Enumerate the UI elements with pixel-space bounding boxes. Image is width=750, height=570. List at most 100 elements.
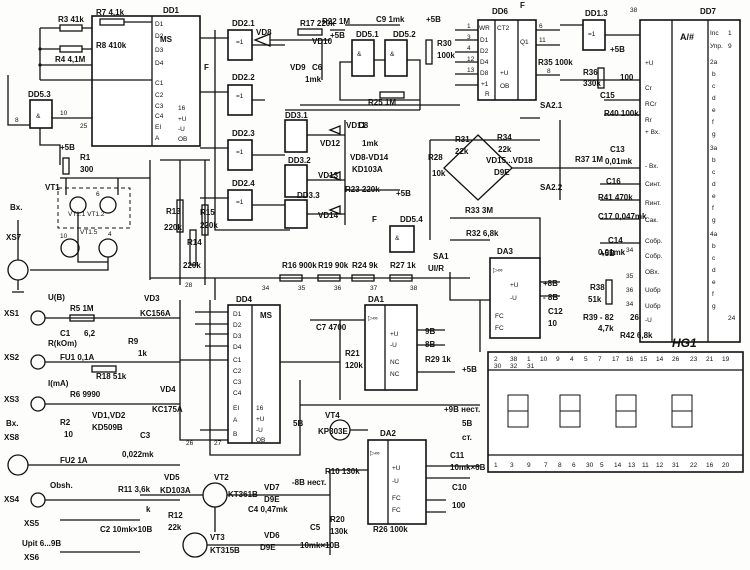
u-label: U(B)	[48, 293, 65, 302]
svg-text:13: 13	[628, 462, 636, 469]
svg-text:Упр.: Упр.	[710, 43, 723, 50]
svg-text:8: 8	[558, 462, 562, 469]
c8-label: C8	[358, 121, 369, 130]
da1-block: DA1 ▷∞ +U -U NC NC 9B 8B R29 1k +5B C7 4…	[310, 295, 477, 400]
r24-label: R24 9k	[352, 261, 378, 270]
svg-text:7: 7	[598, 356, 602, 363]
obsh-label: Obsh.	[50, 481, 73, 490]
c14-label: C14	[608, 236, 623, 245]
svg-text:Сак.: Сак.	[645, 217, 658, 224]
r37-label: R37 1M	[575, 155, 603, 164]
r26-label: R26 100k	[373, 525, 408, 534]
bottom-section: R11 3,6k VD5 KD103A k R12 22k VT2 KT361B…	[60, 404, 486, 558]
svg-text:38: 38	[510, 356, 518, 363]
svg-text:c: c	[712, 83, 716, 90]
svg-text:Собр.: Собр.	[645, 237, 663, 245]
svg-text:28: 28	[185, 282, 193, 289]
net-p5-a: +5B	[60, 143, 75, 152]
fu2-label: FU2 1A	[60, 456, 88, 465]
svg-text:16: 16	[178, 105, 186, 112]
svg-text:D2: D2	[233, 322, 242, 329]
c4-label: C4 0,47mk	[248, 505, 288, 514]
svg-text:-U: -U	[392, 478, 399, 485]
r11-label: R11 3,6k	[118, 485, 151, 494]
svg-text:11: 11	[642, 462, 649, 469]
xs7-connector[interactable]	[7, 259, 29, 281]
c12-value: 10	[548, 319, 557, 328]
r12-value: 22k	[168, 523, 182, 532]
svg-text:+U: +U	[500, 70, 509, 77]
vd1-vd2-label: VD1,VD2	[92, 411, 126, 420]
svg-text:A: A	[155, 135, 160, 142]
da3-label: DA3	[497, 247, 514, 256]
r32-label: R32 6,8k	[466, 229, 499, 238]
c7-label: C7 4700	[316, 323, 347, 332]
r9-label: R9	[128, 337, 139, 346]
c3-label: C3	[140, 431, 151, 440]
xs1-connector[interactable]	[30, 310, 46, 326]
svg-text:30: 30	[494, 363, 502, 370]
svg-text:3: 3	[467, 34, 471, 41]
xs4-connector[interactable]	[30, 492, 46, 508]
sa1-label: SA1	[433, 252, 449, 261]
dd4-block: DD4 MS D1 D2 D3 D4 C1 C2 C3 C4 EI A B 16…	[179, 295, 310, 447]
kp303-label: KP303E	[318, 427, 348, 436]
net-p5-b: +5B	[330, 31, 345, 40]
vd12-label: VD12	[320, 139, 341, 148]
svg-text:6: 6	[572, 462, 576, 469]
net-p5-d: +5B	[426, 15, 441, 24]
vd5-label: VD5	[164, 473, 180, 482]
svg-text:EI: EI	[233, 405, 239, 412]
c11-value: 10mk×6B	[450, 463, 486, 472]
dd4-label: DD4	[236, 295, 253, 304]
dd3-3-label: DD3.3	[297, 191, 320, 200]
svg-text:23: 23	[690, 356, 698, 363]
svg-text:OB: OB	[500, 83, 509, 90]
c11-label: C11	[450, 451, 465, 460]
dd6-block: DD6 CT2 WR D1 D2 D4 D8 +1 R +U OB Q1 1 3…	[455, 1, 573, 101]
vd8-14-label: VD8-VD14	[350, 153, 389, 162]
r36-value: 330k	[583, 79, 601, 88]
net-m8c: - 8B	[543, 293, 558, 302]
net-9b: 9B	[425, 327, 435, 336]
svg-text:=1: =1	[236, 149, 244, 156]
r15-label: R15	[200, 208, 215, 217]
fu1-label: FU1 0,1A	[60, 353, 94, 362]
net-5b-dd4: 5B	[293, 419, 303, 428]
hg1-block: 2 38 1 10 9 4 5 7 17 16 15 14 26 23 21 1…	[487, 351, 744, 473]
svg-text:D1: D1	[155, 21, 164, 28]
vd4-label: VD4	[160, 385, 176, 394]
svg-text:11: 11	[539, 37, 546, 44]
svg-text:FC: FC	[392, 495, 401, 502]
svg-text:37: 37	[370, 285, 378, 292]
svg-text:FC: FC	[495, 325, 504, 332]
r38-label: R38	[590, 283, 605, 292]
c16-label: C16	[606, 177, 621, 186]
svg-text:D4: D4	[155, 60, 164, 67]
r29-label: R29 1k	[425, 355, 451, 364]
c13-value: 0,01mk	[605, 157, 633, 166]
net-p5-e: +5B	[610, 45, 625, 54]
dd2-gates: DD2.1 =1 DD2.2 =1 DD2.3 =1 DD2.4 =1 F	[200, 19, 290, 231]
dd1-label: DD1	[163, 6, 180, 15]
xs8-connector[interactable]	[7, 454, 29, 476]
dd6-chip	[477, 19, 537, 101]
svg-text:20: 20	[722, 462, 730, 469]
svg-text:RCr: RCr	[645, 101, 657, 108]
vd11-label: VD11	[346, 121, 366, 130]
xs8-label: XS8	[4, 433, 20, 442]
c17-label: C17 0,047mk	[598, 212, 647, 221]
sa1b-label: UI/R	[428, 264, 444, 273]
svg-text:15: 15	[640, 356, 648, 363]
xs2-connector[interactable]	[30, 354, 46, 370]
r8-resistor	[59, 24, 83, 32]
xs3-connector[interactable]	[30, 396, 46, 412]
da3-chip	[489, 257, 541, 339]
dd1-chip	[91, 15, 201, 147]
svg-text:-U: -U	[178, 126, 185, 133]
svg-text:19: 19	[722, 356, 730, 363]
c3-value: 0,022mk	[122, 450, 154, 459]
svg-text:38: 38	[410, 285, 418, 292]
r30-label: R30	[437, 39, 452, 48]
